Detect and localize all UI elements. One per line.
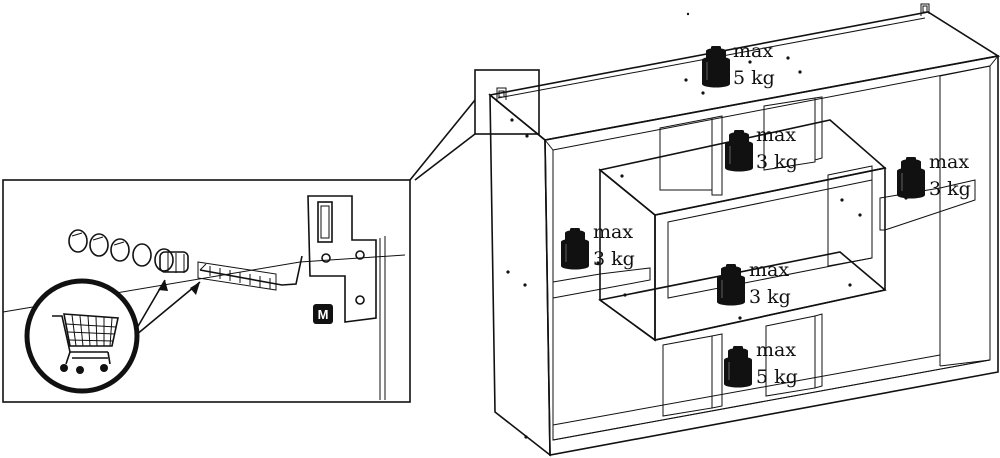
weight-center-line1: max — [749, 259, 789, 281]
weight-icon — [724, 129, 754, 173]
weight-bottom-line1: max — [756, 339, 796, 361]
weight-bottom-line2: 5 kg — [756, 366, 798, 388]
hanger-bracket-icon — [496, 87, 507, 102]
hanger-plate — [307, 195, 377, 323]
weight-left: max 3 kg — [560, 221, 635, 271]
weight-icon — [723, 345, 753, 389]
weight-center-line2: 3 kg — [749, 286, 791, 308]
divider-upper-left — [659, 117, 713, 191]
detail-frame — [2, 179, 411, 403]
weight-upper-center-line2: 3 kg — [756, 151, 798, 173]
weight-left-line1: max — [593, 221, 633, 243]
weight-icon — [896, 156, 926, 200]
weight-icon — [560, 227, 590, 271]
center-frame-bottom — [598, 251, 887, 341]
weight-center: max 3 kg — [716, 259, 791, 308]
weight-left-line2: 3 kg — [593, 248, 635, 270]
weight-right: max 3 kg — [896, 151, 971, 200]
detail-highlight-box — [474, 69, 540, 135]
shopping-cart-icon — [24, 278, 140, 394]
detail-inset: M — [2, 179, 411, 403]
marker-label: M — [318, 307, 329, 322]
shelf-left — [552, 267, 651, 299]
weight-top-line2: 5 kg — [733, 67, 775, 89]
screw-icon — [197, 255, 303, 291]
divider-upper-right — [763, 97, 816, 171]
shelf-right — [879, 179, 976, 231]
weight-icon — [716, 263, 746, 307]
wall-shelf-cabinet — [488, 3, 1000, 457]
left-side-panel — [489, 93, 551, 457]
wall-plug-icon — [68, 229, 189, 273]
weight-top-line1: max — [733, 40, 773, 62]
weight-upper-center-line1: max — [756, 124, 796, 146]
weight-icon — [701, 45, 731, 89]
weight-top: max 5 kg — [701, 40, 775, 89]
weight-upper-center: max 3 kg — [724, 124, 798, 173]
weight-right-line2: 3 kg — [929, 178, 971, 200]
weight-bottom: max 5 kg — [723, 339, 798, 389]
front-frame — [544, 55, 999, 456]
weight-right-line1: max — [929, 151, 969, 173]
marker-m: M — [313, 304, 333, 324]
